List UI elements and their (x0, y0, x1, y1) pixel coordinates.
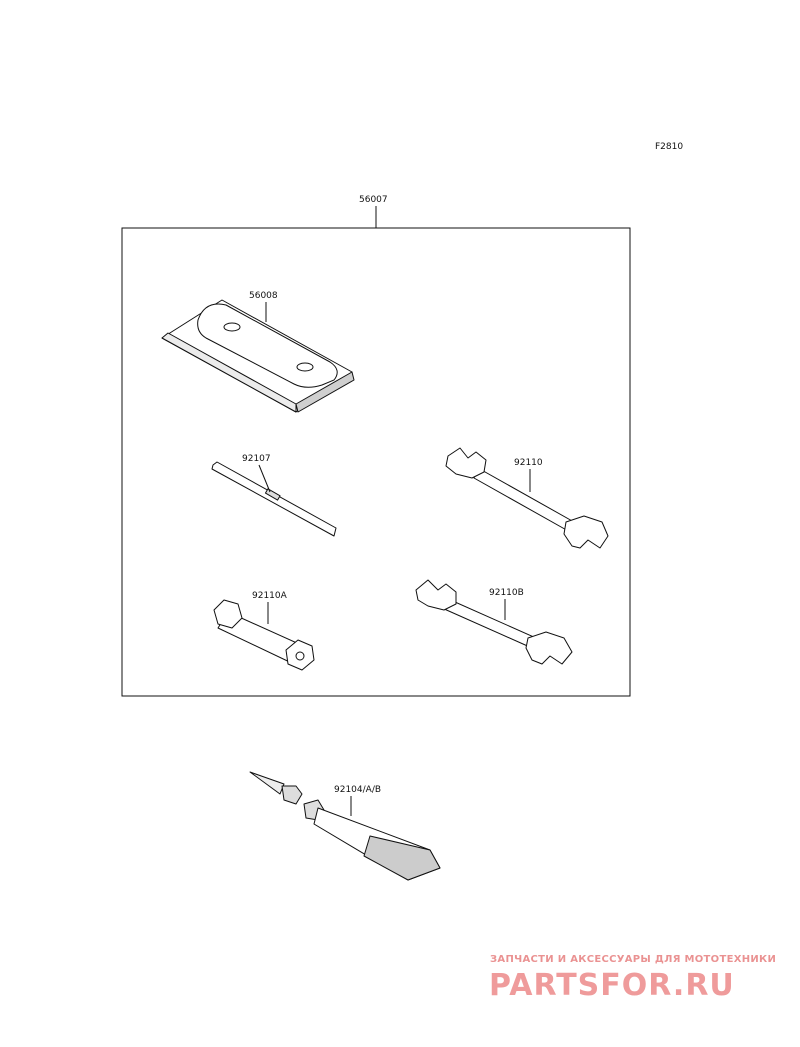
watermark-tagline: ЗАПЧАСТИ И АКСЕССУАРЫ ДЛЯ МОТОТЕХНИКИ (490, 954, 776, 965)
tool-kit-frame (121, 227, 631, 697)
screwdriver: 92107 (211, 454, 337, 537)
wrench-a-head-large (563, 515, 609, 549)
wrench-b-head-small (415, 579, 457, 611)
label-92104[interactable]: 92104/A/B (334, 785, 381, 795)
label-92110A[interactable]: 92110A (252, 591, 288, 601)
tool-bag: 56008 (161, 291, 355, 413)
tool-kit-group: 56007 (121, 195, 631, 697)
leader-92107 (258, 464, 271, 493)
screwdriver-shaft (211, 461, 337, 537)
label-92110B[interactable]: 92110B (489, 588, 524, 598)
wrench-a-head-small (445, 447, 487, 479)
wrench-b-handle (441, 597, 537, 649)
wrench-b: 92110B (415, 579, 573, 665)
wrench-a-handle (473, 467, 575, 533)
figure-code: F2810 (655, 142, 683, 152)
tool-bag-tab (295, 371, 355, 413)
box-wrench-bore (295, 651, 305, 661)
box-wrench: 92110A (213, 591, 315, 671)
label-92107[interactable]: 92107 (242, 454, 271, 464)
wrench-a: 92110 (445, 447, 609, 549)
label-56007[interactable]: 56007 (359, 195, 388, 205)
watermark: ЗАПЧАСТИ И АКСЕССУАРЫ ДЛЯ МОТОТЕХНИКИ PA… (489, 954, 776, 1003)
grease-tube-band (363, 835, 441, 881)
label-56008[interactable]: 56008 (249, 291, 278, 301)
tool-bag-snap-2 (296, 362, 314, 372)
grease-tube: 92104/A/B (249, 771, 441, 881)
label-92110[interactable]: 92110 (514, 458, 543, 468)
watermark-brand: PARTSFOR.RU (489, 968, 735, 1003)
grease-cap (281, 785, 303, 805)
grease-nozzle-tip (249, 771, 285, 795)
screwdriver-grip (264, 488, 281, 501)
box-wrench-hex-left (213, 599, 243, 629)
wrench-b-head-large (525, 631, 573, 665)
tool-bag-snap-1 (223, 322, 241, 332)
